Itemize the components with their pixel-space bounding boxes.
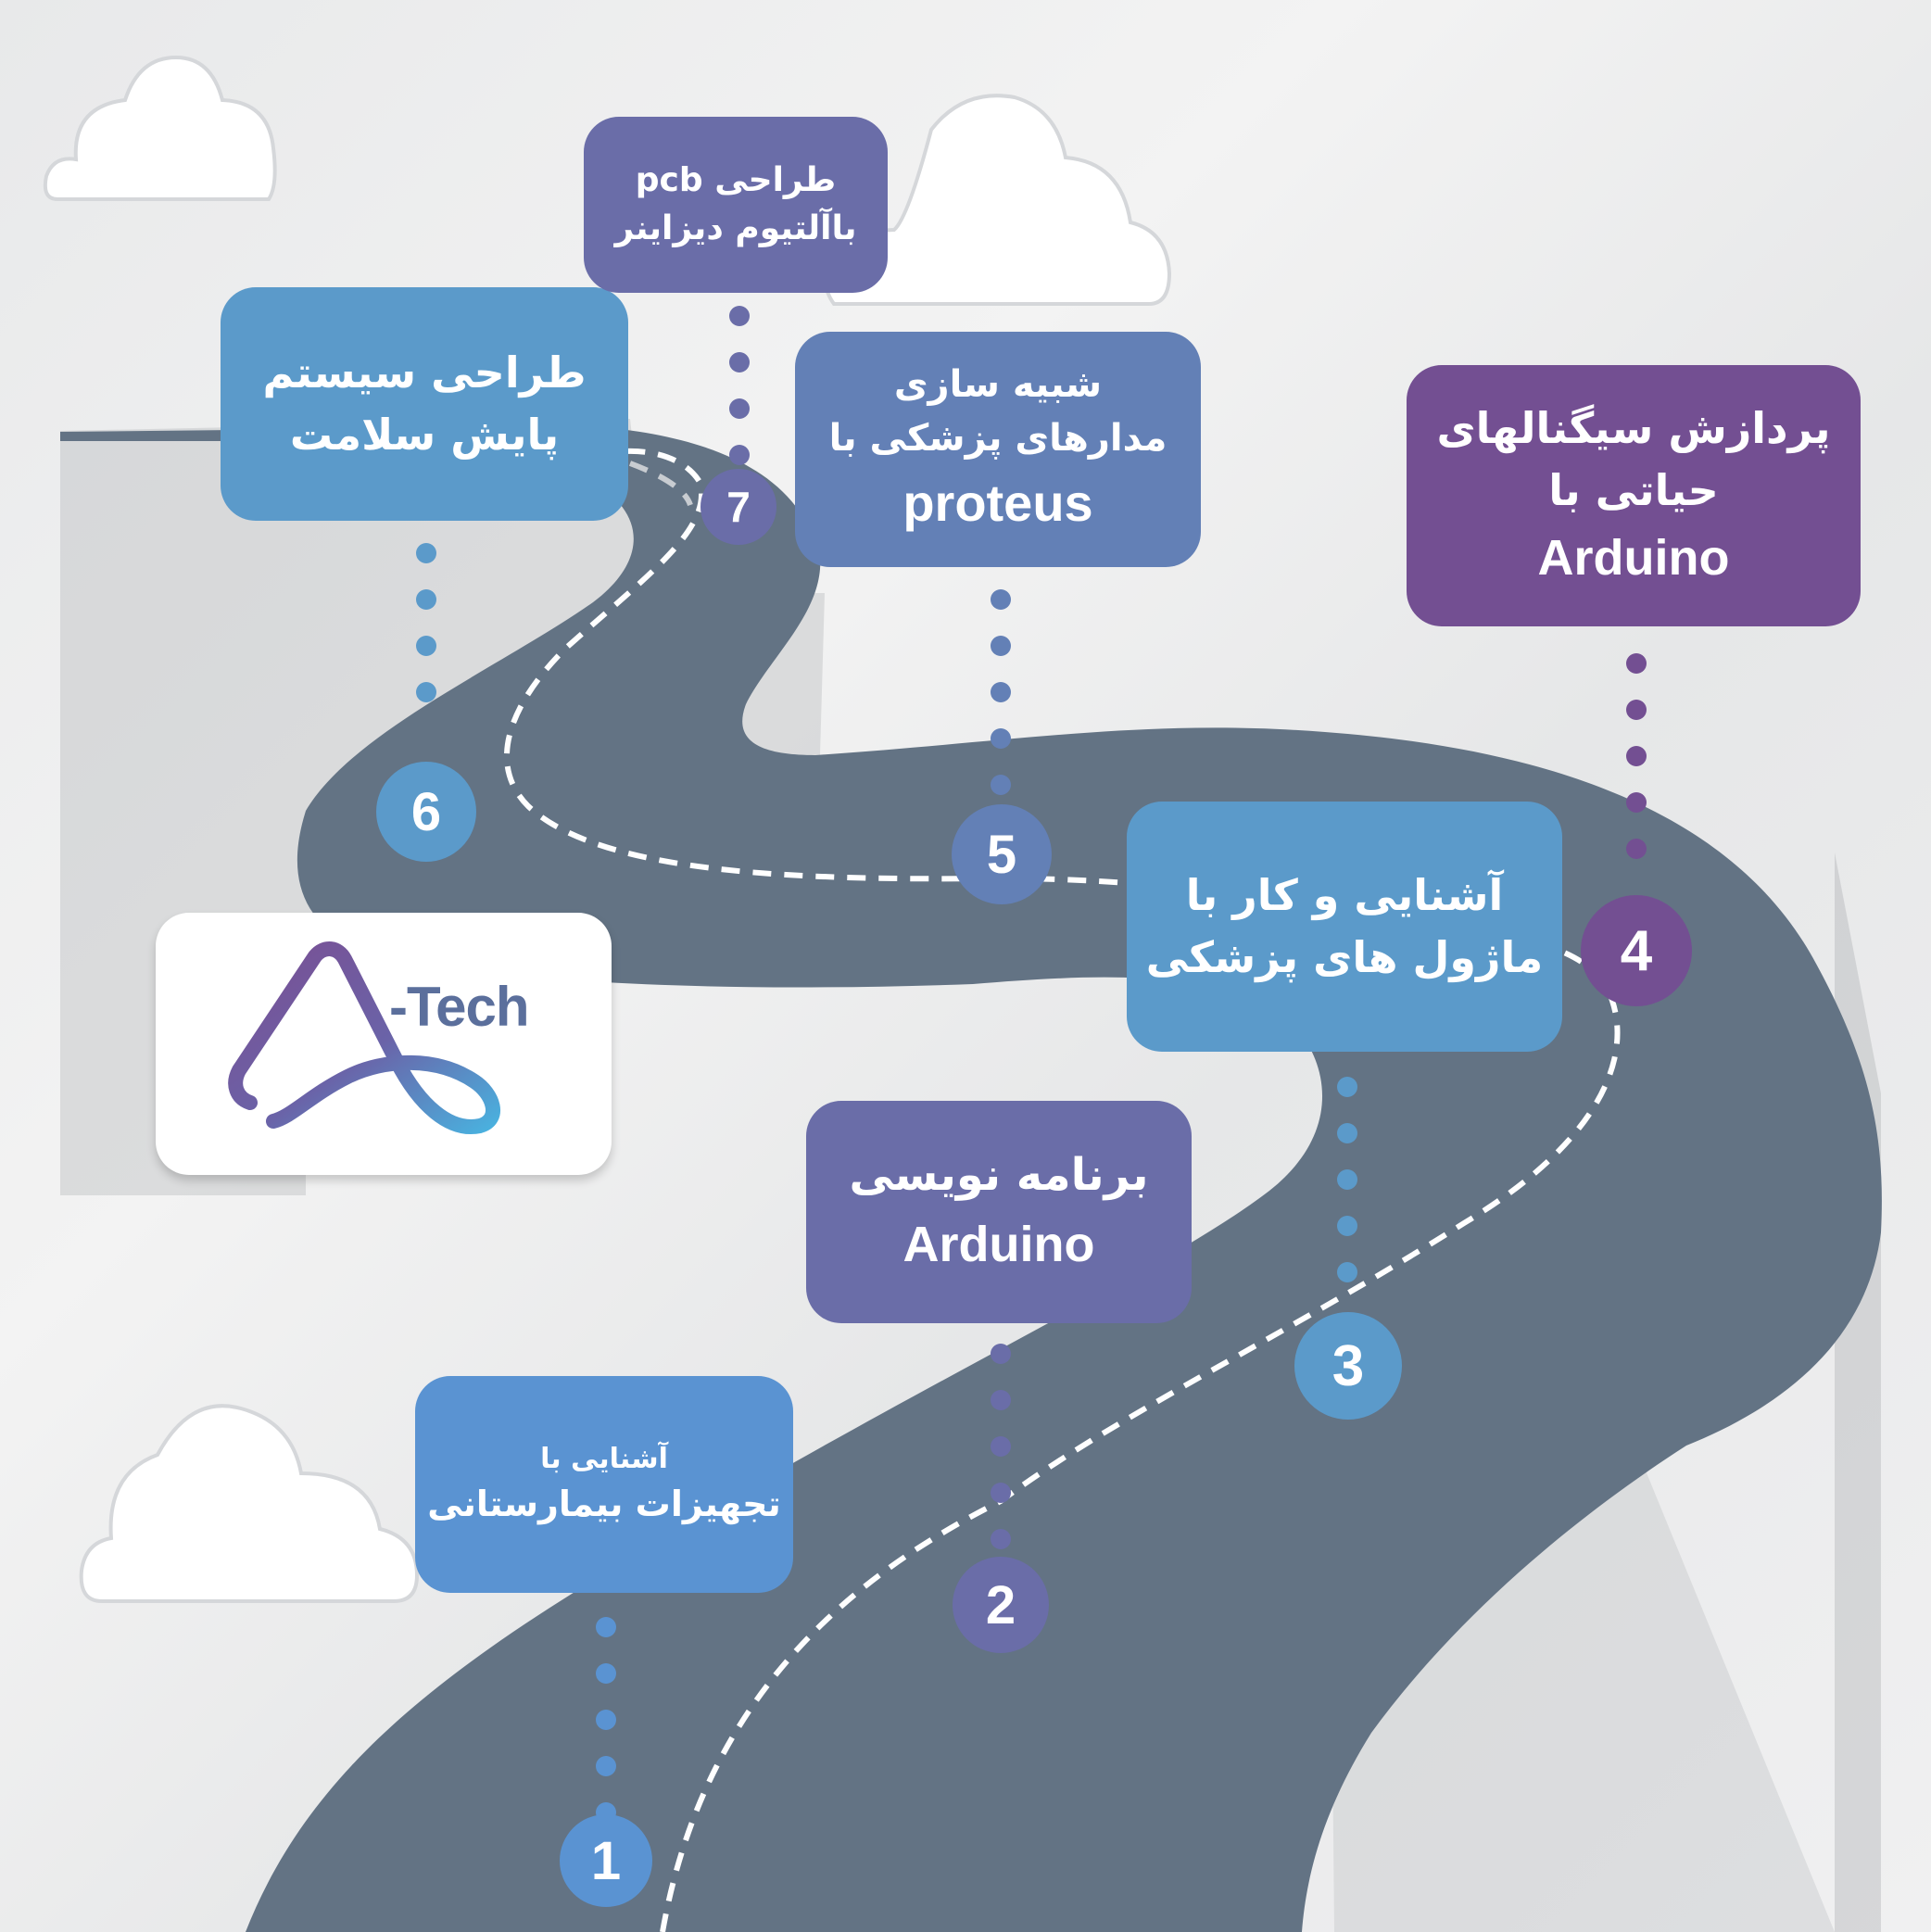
step-1-line-1: آشنایی با [540,1442,668,1475]
step-2-box: برنامه نویسی Arduino [806,1101,1192,1323]
step-4-line-1: پردازش سیگنالهای [1436,403,1831,454]
step-7-line-1: طراحی pcb [635,160,837,199]
step-5-line-2: مدارهای پزشکی با [828,417,1167,461]
step-3-line-2: ماژول های پزشکی [1145,932,1544,982]
step-4-line-2: حیاتی با [1548,464,1719,515]
cloud-icon [79,1404,420,1603]
cloud-icon [43,55,277,201]
step-2-line-1: برنامه نویسی [849,1149,1149,1202]
step-6-marker: 6 [376,762,476,862]
step-1-marker: 1 [560,1814,652,1907]
step-3-box: آشنایی و کار با ماژول های پزشکی [1127,802,1562,1052]
step-1-box: آشنایی با تجهیزات بیمارستانی [415,1376,793,1593]
step-3-marker: 3 [1294,1312,1402,1420]
connector-dots-5 [990,589,1012,821]
step-7-line-2: باآلتیوم دیزاینر [614,209,857,247]
connector-dots-1 [595,1617,617,1849]
step-5-line-1: شبیه سازی [893,363,1103,407]
step-7-marker: 7 [700,469,776,545]
road-center-line-top [628,461,693,507]
step-3-line-1: آشنایی و کار با [1185,870,1504,921]
connector-dots-2 [990,1344,1012,1575]
logo-text: -Tech [389,976,530,1038]
step-6-box: طراحی سیستم پایش سلامت [221,287,628,521]
a-tech-logo-icon [228,941,500,1134]
connector-dots-3 [1336,1077,1358,1308]
connector-dots-4 [1625,653,1647,885]
step-5-box: شبیه سازی مدارهای پزشکی با proteus [795,332,1201,567]
step-5-marker: 5 [952,804,1052,904]
step-7-box: طراحی pcb باآلتیوم دیزاینر [584,117,888,293]
step-6-line-2: پایش سلامت [289,410,560,460]
connector-dots-7 [728,306,751,491]
step-2-marker: 2 [953,1557,1049,1653]
step-4-marker: 4 [1581,895,1692,1006]
step-5-line-3: proteus [902,474,1093,533]
step-6-line-1: طراحی سیستم [262,347,587,398]
connector-dots-6 [415,543,437,728]
step-4-box: پردازش سیگنالهای حیاتی با Arduino [1407,365,1861,626]
step-1-line-2: تجهیزات بیمارستانی [427,1484,781,1525]
step-4-line-3: Arduino [1537,529,1730,586]
step-2-line-2: Arduino [902,1216,1095,1272]
